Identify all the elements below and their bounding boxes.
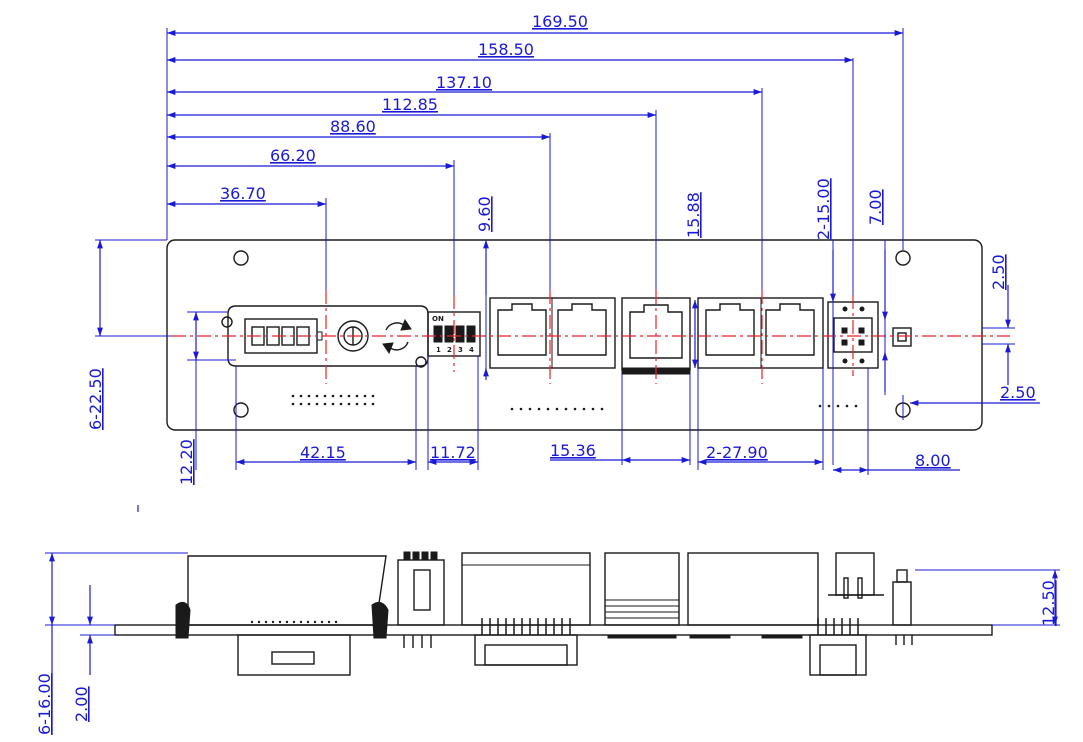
mounting-hole-top-left	[233, 250, 249, 266]
top-dimensions: 169.50 158.50 137.10 112.85 88.60 66.20 …	[86, 12, 1040, 485]
top-view: ON 1 2 3 4	[166, 239, 1010, 431]
reset-button-side	[892, 569, 913, 645]
rj45-dual-port-left	[489, 297, 616, 369]
rj45-side-center	[604, 552, 680, 639]
dim-8-00: 8.00	[915, 451, 951, 470]
dim-2-15-00: 2-15.00	[814, 178, 833, 240]
dim-6-16-00: 6-16.00	[35, 673, 54, 735]
mounting-hole-bottom-left	[233, 402, 249, 418]
dim-169-50: 169.50	[532, 12, 588, 31]
side-dimensions: 6-16.00 2.00 12.50	[35, 552, 1060, 735]
dim-66-20: 66.20	[270, 146, 316, 165]
dim-2-50-top: 2.50	[989, 254, 1008, 290]
rj45-side-left	[461, 552, 591, 666]
dim-15-36: 15.36	[550, 441, 596, 460]
dip-switch-side	[397, 551, 445, 648]
dip-switch-number-4: 4	[469, 346, 474, 354]
dip-switch-on-label: ON	[432, 315, 444, 323]
led-dots-middle	[510, 407, 604, 411]
panel-outline	[166, 239, 983, 431]
rj45-side-right	[687, 552, 819, 639]
dim-9-60: 9.60	[475, 196, 494, 232]
dim-2-00: 2.00	[72, 686, 91, 722]
dim-137-10: 137.10	[436, 73, 492, 92]
led-dots-right	[818, 404, 858, 408]
refresh-icon	[382, 318, 412, 355]
dim-11-72: 11.72	[430, 443, 476, 462]
dim-12-20: 12.20	[177, 439, 196, 485]
dim-158-50: 158.50	[478, 40, 534, 59]
dip-switch: ON 1 2 3 4	[427, 311, 481, 357]
side-view	[114, 551, 993, 676]
rj45-dual-port-right	[697, 297, 824, 369]
dip-switch-number-1: 1	[436, 346, 441, 354]
dim-42-15: 42.15	[300, 443, 346, 462]
power-connector-side	[809, 552, 884, 676]
dim-2-50-right: 2.50	[1000, 383, 1036, 402]
dim-7-00: 7.00	[866, 189, 885, 225]
display-housing-side	[175, 555, 389, 676]
led-dots-left	[291, 394, 375, 406]
dim-12-50: 12.50	[1039, 580, 1058, 626]
dim-6-22-50: 6-22.50	[86, 368, 105, 430]
mounting-hole-top-right	[895, 250, 911, 266]
dim-112-85: 112.85	[382, 95, 438, 114]
dip-switch-number-3: 3	[458, 346, 463, 354]
dim-2-27-90: 2-27.90	[706, 443, 768, 462]
dim-88-60: 88.60	[330, 117, 376, 136]
reset-button	[892, 327, 912, 347]
dip-switch-number-2: 2	[447, 346, 452, 354]
dim-36-70: 36.70	[220, 184, 266, 203]
dim-15-88: 15.88	[684, 192, 703, 238]
